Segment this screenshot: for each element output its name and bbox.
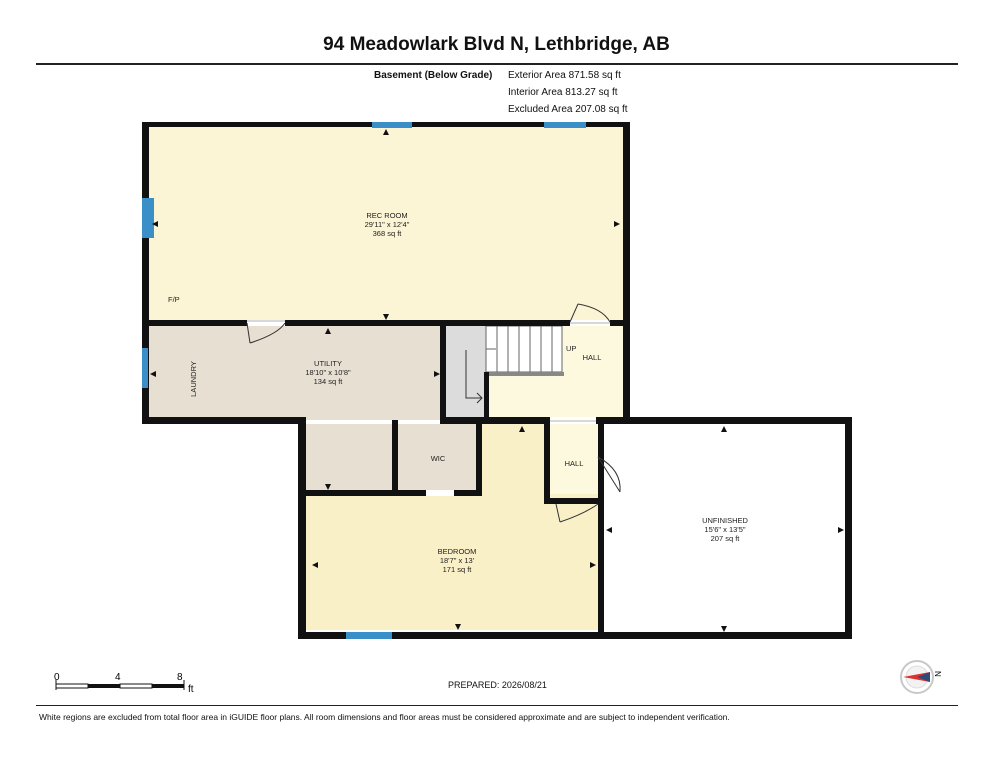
stair-up-label: UP — [566, 344, 576, 353]
unfinished-area: 207 sq ft — [711, 534, 741, 543]
prepared-date: PREPARED: 2026/08/21 — [448, 680, 547, 690]
stair-fill — [446, 326, 488, 420]
exterior-area: Exterior Area 871.58 sq ft — [508, 70, 621, 81]
rec-room-area: 368 sq ft — [373, 229, 403, 238]
laundry-label: LAUNDRY — [189, 361, 198, 397]
windows — [142, 122, 586, 639]
bedroom-area: 171 sq ft — [443, 565, 473, 574]
bedroom-fill — [306, 494, 600, 630]
scale-unit: ft — [188, 684, 194, 695]
utility-dims: 18'10" x 10'8" — [305, 368, 351, 377]
header-divider — [36, 63, 958, 65]
door-swings — [246, 303, 621, 523]
hall-lower-name: HALL — [565, 459, 584, 468]
staircase — [485, 325, 563, 373]
closet-fill — [302, 424, 394, 492]
hall-upper-name: HALL — [583, 353, 602, 362]
interior-area: Interior Area 813.27 sq ft — [508, 87, 618, 98]
wic-fill — [398, 424, 478, 492]
bedroom-dims: 18'7" x 13' — [440, 556, 475, 565]
excluded-area: Excluded Area 207.08 sq ft — [508, 104, 628, 115]
stair-landing-rail — [488, 372, 564, 376]
rec-room-dims: 29'11" x 12'4" — [365, 220, 410, 229]
utility-name: UTILITY — [314, 359, 342, 368]
page-title: 94 Meadowlark Blvd N, Lethbridge, AB — [323, 34, 670, 55]
rec-room-fill — [148, 126, 626, 324]
compass-icon — [900, 660, 934, 694]
stair-direction-arrow — [465, 350, 483, 404]
scale-label-0: 0 — [54, 672, 60, 683]
unfinished-dims: 15'6" x 13'5" — [704, 525, 745, 534]
fireplace-label: F/P — [168, 295, 180, 304]
scale-label-8: 8 — [177, 672, 183, 683]
hall-lower-fill — [548, 424, 600, 502]
bedroom-name: BEDROOM — [438, 547, 477, 556]
level-label: Basement (Below Grade) — [374, 70, 493, 81]
dimension-arrows — [150, 129, 844, 632]
rec-room-name: REC ROOM — [366, 211, 407, 220]
door-sills — [247, 320, 610, 422]
footer-divider — [36, 705, 958, 706]
bedroom-fill-upper — [482, 424, 546, 496]
wic-name: WIC — [431, 454, 446, 463]
utility-area: 134 sq ft — [314, 377, 344, 386]
disclaimer-text: White regions are excluded from total fl… — [39, 712, 730, 722]
walls — [142, 122, 852, 639]
utility-fill — [148, 326, 444, 420]
compass-north-label: N — [933, 671, 942, 677]
unfinished-name: UNFINISHED — [702, 516, 748, 525]
scale-label-4: 4 — [115, 672, 121, 683]
